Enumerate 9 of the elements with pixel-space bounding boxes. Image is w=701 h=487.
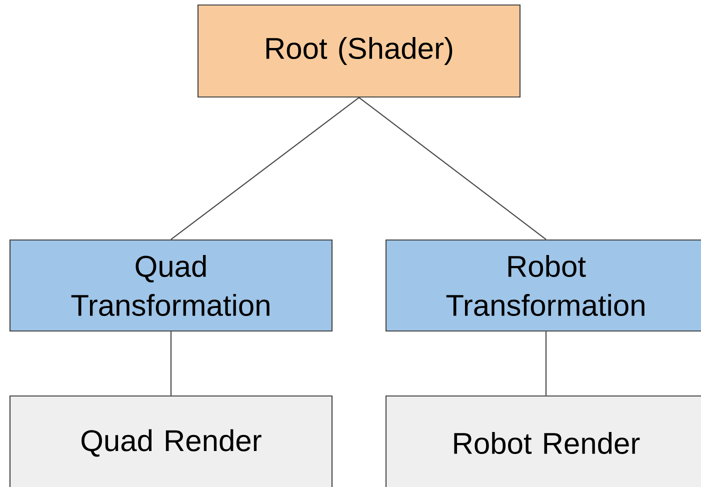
transformation-box: Quad Transformation xyxy=(9,239,333,332)
connector-line xyxy=(545,332,547,396)
render-box: Quad Render xyxy=(9,395,333,487)
connector-line xyxy=(358,97,546,240)
connector-line xyxy=(170,97,360,240)
root-box: Root (Shader) xyxy=(197,4,521,98)
connector-line xyxy=(170,332,172,396)
render-box: Robot Render xyxy=(385,395,701,487)
transformation-box: Robot Transformation xyxy=(385,239,701,332)
